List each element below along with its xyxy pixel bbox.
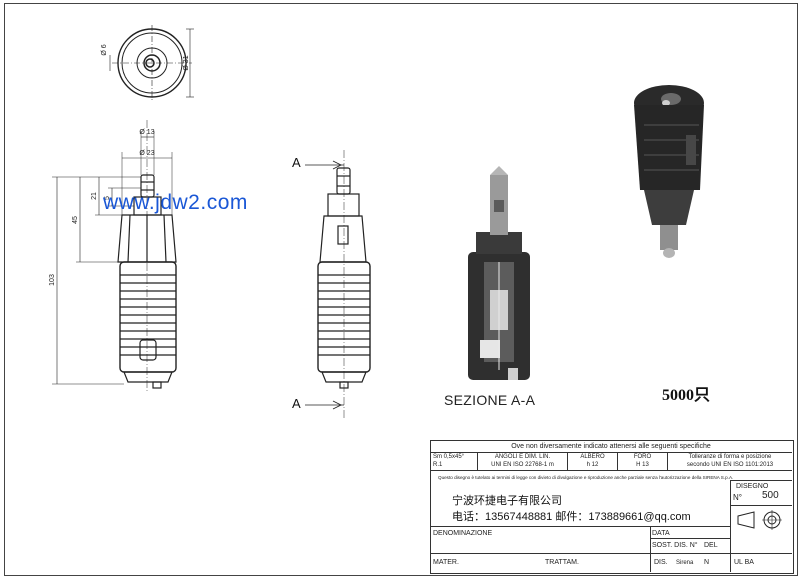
- watermark-text: www.jdw2.com: [103, 191, 248, 214]
- dim-103: 103: [49, 274, 56, 286]
- dim-23: Ø 23: [139, 150, 154, 157]
- dim-45: 45: [72, 216, 79, 224]
- dim-5: 5: [104, 196, 111, 200]
- tb-disegno-no-label: N°: [733, 493, 742, 502]
- tb-col4-r1: FORO: [633, 454, 652, 460]
- tb-denominazione-label: DENOMINAZIONE: [433, 530, 493, 537]
- tb-del-label: DEL: [704, 542, 718, 549]
- tb-ulba-label: UL BA: [734, 559, 754, 566]
- top-view: [109, 25, 194, 101]
- company-name: 宁波环捷电子有限公司: [452, 495, 562, 507]
- tb-disegno-no-value: 500: [762, 490, 779, 501]
- dim-top-inner: Ø 6: [101, 44, 108, 55]
- section-arrow-bottom-label: A: [292, 396, 301, 411]
- tb-trattam-label: TRATTAM.: [545, 559, 579, 566]
- tb-dis-value: Sirena: [676, 560, 694, 566]
- isometric-view: [634, 85, 704, 258]
- tb-col2-r1: ANGOLI E DIM. LIN.: [494, 454, 551, 460]
- projection-symbol-icon: [737, 510, 782, 530]
- section-title: SEZIONE A-A: [444, 392, 536, 408]
- tb-notice: Questo disegno è tutelato ai termini di …: [438, 475, 734, 480]
- tb-mater-label: MATER.: [433, 559, 459, 566]
- dim-21: 21: [91, 192, 98, 200]
- section-arrow-top-label: A: [292, 155, 301, 170]
- dim-13: Ø 13: [139, 129, 154, 136]
- tb-col3-r1: ALBERO: [580, 454, 605, 460]
- tb-col5-r1: Tolleranze di forma e posizione: [688, 454, 772, 460]
- front-view: [305, 150, 371, 420]
- tb-col1-r1: Sm 0,5x45°: [433, 454, 465, 460]
- tb-dis-label: DIS.: [654, 559, 668, 566]
- drawing-frame: [4, 3, 798, 576]
- tb-sost-label: SOST. DIS. N°: [652, 542, 698, 549]
- tb-data-label: DATA: [652, 530, 670, 537]
- tb-disegno-label: DISEGNO: [736, 483, 769, 490]
- tb-col5-r2: secondo UNI EN ISO 1101:2013: [686, 462, 774, 468]
- tb-col1-r2: R.1: [433, 462, 443, 468]
- tb-dis-n-label: N: [704, 559, 710, 566]
- tb-col4-r2: H 13: [636, 462, 649, 468]
- dim-top-outer: Ø 31: [183, 55, 190, 70]
- section-view: [468, 166, 530, 380]
- side-view: [52, 120, 177, 392]
- tb-col3-r2: h 12: [586, 462, 599, 468]
- tb-header: Ove non diversamente indicato attenersi …: [511, 443, 711, 450]
- company-contact: 电话：13567448881 邮件：173889661@qq.com: [452, 511, 691, 523]
- title-block: [430, 440, 794, 574]
- tb-col2-r2: UNI EN ISO 22768-1 m: [491, 462, 554, 468]
- quantity-label: 5000只: [662, 387, 711, 404]
